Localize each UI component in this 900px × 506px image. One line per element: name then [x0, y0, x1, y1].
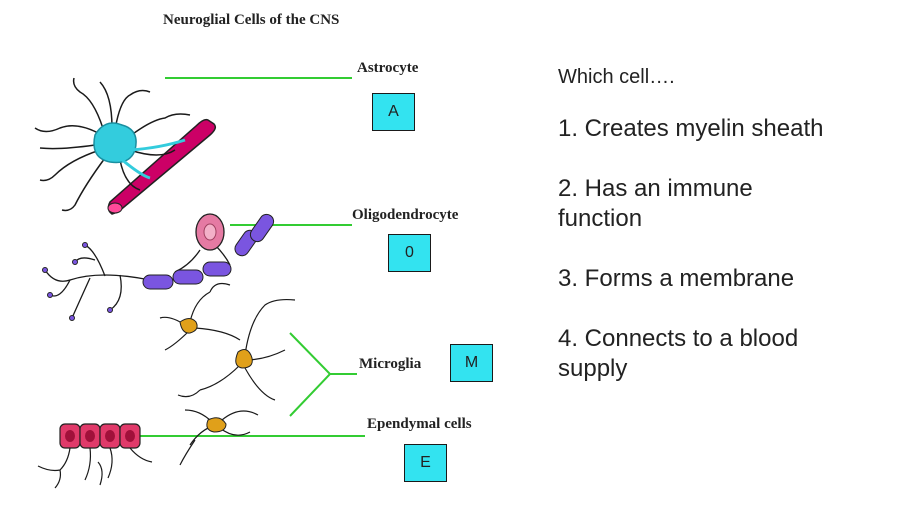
ependymal-illustration	[37, 423, 153, 489]
leader-lines	[140, 77, 365, 437]
ependymal-nuclei	[65, 430, 135, 442]
astrocyte-illustration	[34, 77, 217, 215]
question-item-3: 3. Forms a membrane	[558, 265, 795, 292]
answer-box-astrocyte[interactable]: A	[372, 93, 415, 131]
microglia-body-1	[179, 318, 198, 334]
oligodendrocyte-process-tips	[42, 242, 113, 321]
answer-box-microglia[interactable]: M	[450, 344, 493, 382]
microglia-illustration	[159, 282, 296, 466]
astrocyte-label: Astrocyte	[357, 60, 419, 76]
question-intro: Which cell….	[558, 66, 675, 88]
answer-box-oligodendrocyte[interactable]: 0	[388, 234, 431, 272]
microglia-label: Microglia	[359, 356, 422, 372]
oligodendrocyte-processes	[44, 244, 231, 319]
oligodendrocyte-nucleus	[203, 223, 217, 241]
oligodendrocyte-label: Oligodendrocyte	[352, 207, 459, 223]
vessel-opening	[107, 202, 123, 214]
microglia-body-2	[235, 349, 253, 369]
microglia-body-3	[206, 417, 227, 433]
question-item-1: 1. Creates myelin sheath	[558, 115, 824, 142]
diagram-title: Neuroglial Cells of the CNS	[163, 12, 339, 28]
astrocyte-feet	[119, 138, 186, 180]
astrocyte-processes	[34, 77, 191, 212]
microglia-bracket-line	[289, 332, 332, 417]
answer-box-ependymal[interactable]: E	[404, 444, 447, 482]
astrocyte-body	[93, 122, 137, 164]
myelin-sheath-segments	[142, 213, 275, 290]
ependymal-roots	[37, 447, 153, 489]
oligodendrocyte-illustration	[42, 213, 275, 321]
ependymal-label: Ependymal cells	[367, 416, 472, 432]
question-item-2: 2. Has an immune function	[558, 175, 753, 232]
microglia-processes	[159, 282, 296, 466]
question-item-4: 4. Connects to a blood supply	[558, 325, 799, 382]
